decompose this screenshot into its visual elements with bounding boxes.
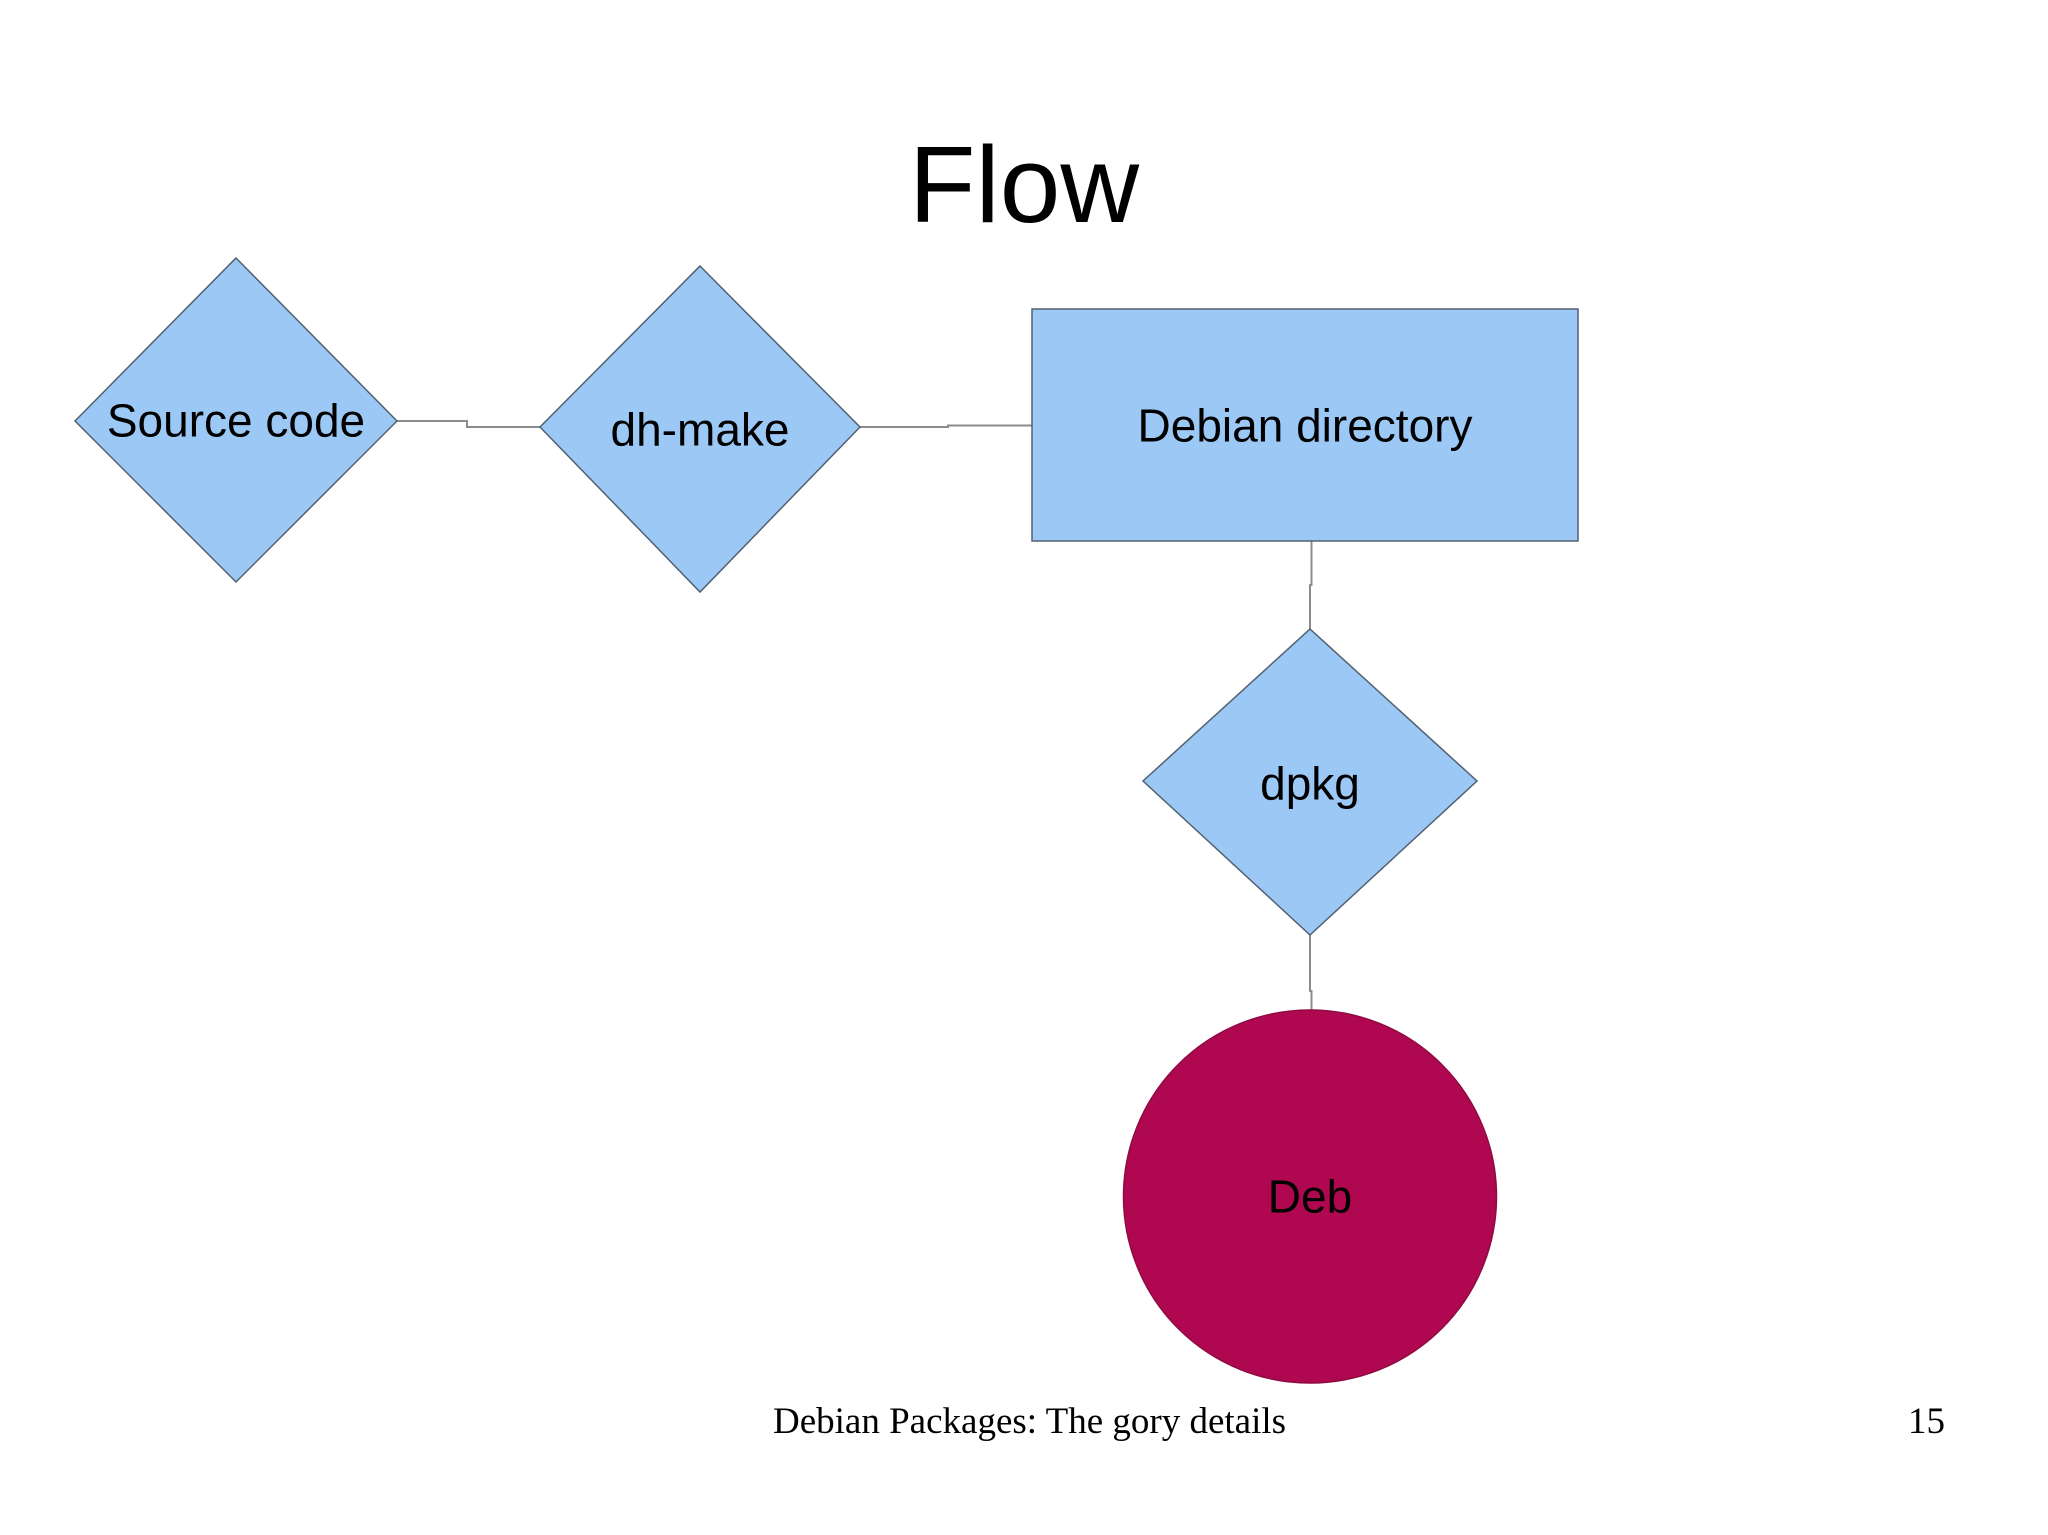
- node-debian-directory-outline: [1031, 308, 1579, 542]
- edge-source-code-to-dh-make: [397, 420, 540, 428]
- node-dh-make-outline: [538, 264, 862, 594]
- edge-dh-make-to-debian-directory: [860, 424, 1032, 428]
- node-dh-make-label: dh-make: [610, 403, 790, 456]
- node-deb-outline: [1122, 1009, 1498, 1384]
- slide-title: Flow: [908, 124, 1140, 246]
- node-dpkg-label: dpkg: [1260, 757, 1360, 810]
- slide-footer: Debian Packages: The gory details: [773, 1401, 1287, 1442]
- node-debian-directory-label: Debian directory: [1137, 399, 1473, 452]
- node-source-code-label: Source code: [106, 394, 366, 447]
- node-source-code-outline: [73, 256, 399, 584]
- node-debian-directory-shape: [1032, 309, 1578, 541]
- edge-debian-directory-to-dpkg: [1309, 541, 1313, 629]
- node-deb-shape: [1123, 1010, 1497, 1383]
- page-number: 15: [1908, 1401, 1945, 1442]
- node-dpkg-outline: [1141, 627, 1479, 937]
- node-deb-label: Deb: [1267, 1170, 1353, 1223]
- edge-dpkg-to-deb: [1309, 935, 1313, 1011]
